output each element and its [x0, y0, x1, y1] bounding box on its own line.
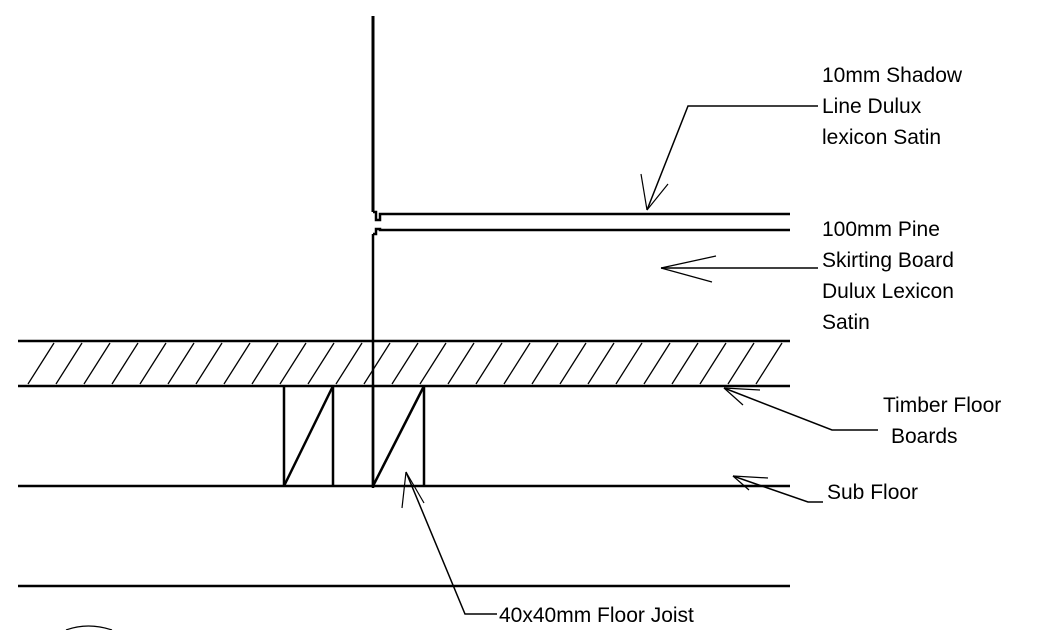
hatch-line — [587, 342, 615, 385]
hatch-line — [699, 342, 727, 385]
skirting-top-edge — [373, 227, 790, 236]
hatch-line — [335, 342, 363, 385]
label-line: Sub Floor — [827, 481, 919, 504]
leader-floor-joist — [401, 471, 497, 615]
hatch-line — [111, 342, 139, 385]
hatch-line — [503, 342, 531, 385]
hatch-line — [643, 342, 671, 385]
label-shadow-line: 10mm Shadow Line Dulux lexicon Satin — [822, 60, 962, 153]
label-line: Dulux Lexicon — [822, 280, 954, 303]
leader-timber-floor — [723, 387, 878, 431]
shadow-line-notch — [373, 210, 790, 222]
hatch-line — [391, 342, 419, 385]
label-line: 100mm Pine — [822, 218, 940, 241]
hatch-line — [27, 342, 55, 385]
hatch-line — [447, 342, 475, 385]
leader-sub-floor — [732, 475, 823, 503]
label-line: Boards — [891, 425, 958, 448]
hatch-line — [363, 342, 391, 385]
timber-floor-boards — [18, 339, 790, 388]
label-sub-floor: Sub Floor — [827, 477, 918, 508]
hatch-line — [307, 342, 335, 385]
label-line: Timber Floor — [883, 394, 1002, 417]
label-line: Skirting Board — [822, 249, 954, 272]
hatch-line — [279, 342, 307, 385]
leader-skirting — [660, 255, 818, 283]
floor-joist-right — [371, 385, 426, 487]
hatch-line — [139, 342, 167, 385]
hatch-line — [83, 342, 111, 385]
hatch-line — [55, 342, 83, 385]
hatch-line — [671, 342, 699, 385]
hatch-line — [195, 342, 223, 385]
leader-shadow-line — [640, 105, 818, 211]
floor-board-hatching — [27, 342, 783, 385]
hatch-line — [755, 342, 783, 385]
floor-joist-left — [282, 385, 335, 487]
label-line: lexicon Satin — [822, 126, 942, 149]
label-skirting-board: 100mm Pine Skirting Board Dulux Lexicon … — [822, 214, 954, 338]
label-line: 10mm Shadow — [822, 64, 963, 87]
hatch-line — [727, 342, 755, 385]
hatch-line — [167, 342, 195, 385]
hatch-line — [559, 342, 587, 385]
label-timber-floor: Timber Floor Boards — [883, 390, 1001, 452]
partial-arc — [65, 625, 113, 630]
label-floor-joist: 40x40mm Floor Joist — [499, 600, 694, 631]
hatch-line — [419, 342, 447, 385]
hatch-line — [223, 342, 251, 385]
label-line: 40x40mm Floor Joist — [499, 604, 694, 627]
label-line: Line Dulux — [822, 95, 922, 118]
hatch-line — [251, 342, 279, 385]
hatch-line — [615, 342, 643, 385]
label-line: Satin — [822, 311, 870, 334]
hatch-line — [475, 342, 503, 385]
hatch-line — [531, 342, 559, 385]
